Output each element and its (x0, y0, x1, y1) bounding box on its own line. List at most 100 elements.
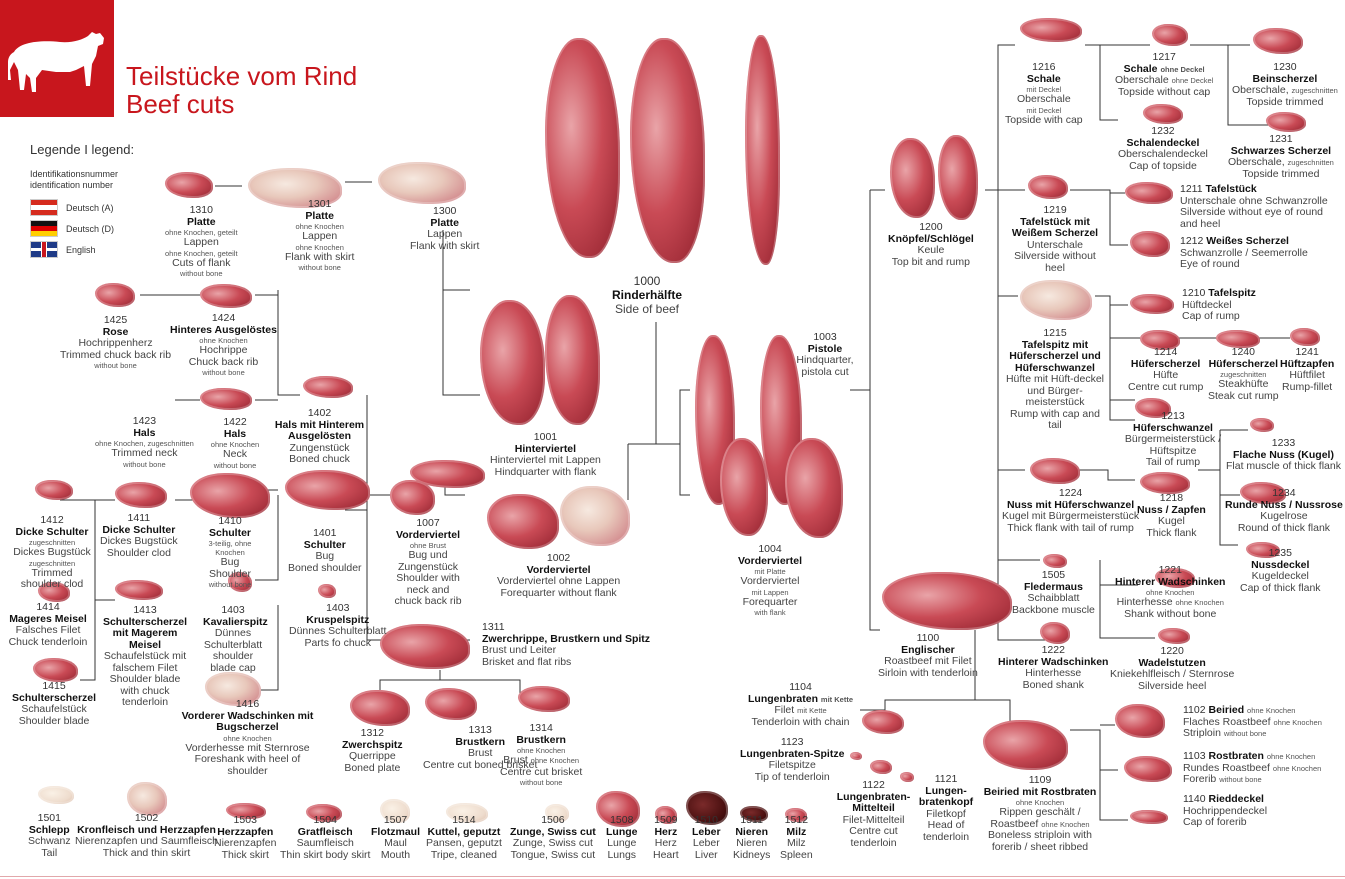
cut-english-name: Mouth (380, 848, 411, 861)
meat-cut-image (1155, 568, 1195, 588)
cut-number: 1509 (654, 814, 678, 826)
cut-english-name: Silverside without eye of round and heel (1180, 206, 1323, 230)
cut-number: 1109 (1028, 774, 1052, 786)
cut-german-name: Neck (223, 448, 247, 460)
cut-german-name: Oberschale, zugeschnitten (1232, 84, 1338, 96)
cut-note-3: without bone (519, 778, 563, 787)
cut-name: Brustkern (516, 733, 566, 746)
meat-cut-image (870, 760, 892, 774)
cut-german-name: Bürgermeisterstück / Hüftspitze (1124, 433, 1222, 457)
cut-german-name: Hinterhesse (1025, 667, 1082, 679)
cut-name: Beiried mit Rostbraten (983, 785, 1097, 798)
cut-german-name: Hochrippendeckel (1183, 804, 1268, 817)
cut-note-2: zugeschnitten (28, 558, 76, 568)
cut-name: Beinscherzel (1252, 72, 1318, 85)
cut-name: Fledermaus (1023, 580, 1083, 593)
meat-cut-image (630, 38, 705, 263)
cut-english-name: Thick flank with tail of rump (1007, 521, 1134, 534)
cut-german-name: Nierenzapfen (214, 837, 277, 849)
meat-cut-image (518, 686, 570, 712)
cut-name: Dicke Schulter (102, 523, 176, 536)
cut-name: Runde Nuss / Nussrose (1225, 498, 1343, 511)
cut-number: 1007 (416, 517, 440, 529)
cut-number: 1224 (1058, 487, 1083, 499)
cut-number: 1213 (1161, 410, 1185, 422)
cut-note: ohne Knochen (199, 336, 248, 345)
cut-english-name: Brisket and flat ribs (482, 655, 572, 668)
cut-english-name: Chuck tenderloin (8, 635, 88, 648)
cut-number: 1002 (546, 552, 571, 564)
cut-note-2: mit Lappen (751, 587, 789, 597)
meat-cut-image (1130, 810, 1168, 824)
cut-number: 1423 (132, 415, 157, 427)
cut-note-3: without bone (180, 269, 223, 278)
meat-cut-image (226, 803, 266, 819)
cut-german-name: Lunge (607, 837, 637, 849)
cut-german-name: Brust ohne Knochen (503, 754, 580, 766)
meat-cut-image (1135, 398, 1171, 418)
cut-english-name: Tongue, Swiss cut (510, 848, 596, 861)
cut-german-name: Filetspitze (768, 759, 816, 771)
cut-name: Tafelspitz (1208, 287, 1256, 299)
cut-english-name: shoulder blade cap (210, 650, 256, 674)
cut-english-name: Tenderloin with chain (751, 715, 850, 728)
cut-german-name: Brust und Leiter (482, 644, 557, 656)
cut-german-name: Shoulder (208, 567, 252, 580)
cut-german-name: Kugel (1158, 515, 1185, 527)
cut-name: Herz (654, 825, 678, 838)
cut-german-name: Kugel mit Bürgermeisterstück (1002, 510, 1140, 522)
meat-cut-image (983, 720, 1068, 770)
cut-english-name: Flank with skirt (410, 239, 480, 252)
cut-name: Lungen-bratenkopf (918, 784, 974, 808)
cut-number: 1004 (758, 543, 782, 555)
meat-cut-image (390, 480, 435, 515)
cut-number: 1216 (1032, 61, 1056, 73)
cut-english-name: Thick skirt (221, 848, 269, 861)
cut-german-name: Hochrippe (199, 344, 248, 356)
meat-cut-image (1246, 542, 1280, 558)
cut-name: Herzzapfen (217, 825, 274, 838)
cut-name: Vorderviertel (526, 563, 591, 576)
meat-cut-image (127, 782, 167, 816)
meat-cut-image (1266, 112, 1306, 132)
cut-name: Platte (186, 215, 216, 228)
meat-cut-image (1253, 28, 1303, 54)
cut-name: Schalendeckel (1126, 136, 1200, 149)
cut-name: Hals mit Hinterem Ausgelösten (274, 418, 365, 442)
cut-german-name: Nieren (736, 837, 768, 849)
legend-lang-at: Deutsch (A) (66, 202, 114, 213)
cut-english-name: Backbone muscle (1012, 603, 1095, 616)
cut-number: 1301 (308, 198, 332, 210)
cut-english-name: Heart (653, 848, 679, 861)
cut-heading: 1103 Rostbraten ohne Knochen (1183, 750, 1321, 763)
meat-cut-image (480, 300, 545, 425)
cut-name: Rieddeckel (1208, 793, 1264, 805)
cut-english-name: Rump with cap and tail (1010, 407, 1100, 431)
meat-cut-image (318, 584, 336, 598)
meat-cut-image (205, 672, 261, 706)
cut-german-name: Schaufelstück (21, 703, 87, 715)
cut-german-name: Falsches Filet (15, 624, 81, 636)
cut-note: zugeschnitten (28, 538, 76, 547)
cut-german-name: Schaufelstück mit falschem Filet (103, 650, 187, 674)
cut-number: 1504 (313, 814, 337, 826)
cut-name: Lungenbraten-Mittelteil (836, 790, 911, 814)
cut-name: Kruspelspitz (306, 613, 370, 626)
cut-english-name: Boned chuck (289, 453, 350, 465)
meat-cut-image (745, 35, 780, 265)
